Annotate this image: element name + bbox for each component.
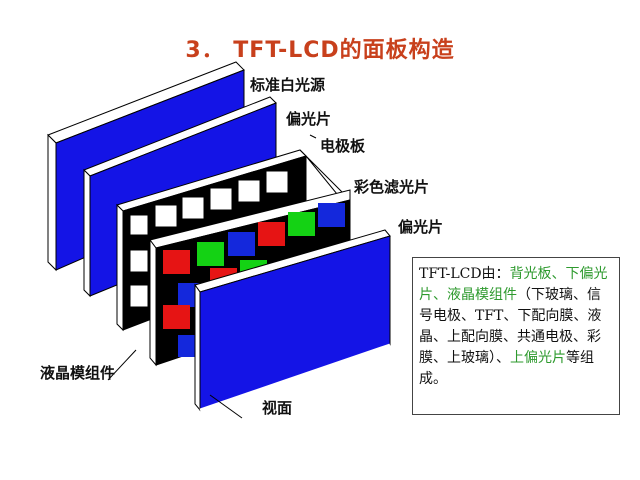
composition-info-box: TFT-LCD由：背光板、下偏光片、液晶模组件（下玻璃、信号电极、TFT、下配向…	[412, 257, 620, 415]
info-green-1: 背光板、下偏光片、液晶模组件	[419, 266, 608, 303]
info-prefix: TFT-LCD由：	[419, 266, 510, 282]
info-green-2: 上偏光片	[510, 350, 566, 366]
page-title: 3． TFT-LCD的面板构造	[185, 38, 455, 63]
label-backlight: 标准白光源	[250, 76, 326, 94]
info-suffix: 等组成。	[419, 350, 594, 387]
label-lc-module: 液晶模组件	[40, 364, 116, 382]
label-color-filter: 彩色滤光片	[354, 178, 430, 196]
label-electrode: 电极板	[320, 137, 366, 155]
label-lower-polarizer: 偏光片	[286, 110, 332, 128]
label-upper-polarizer: 偏光片	[398, 218, 444, 236]
arrows	[107, 134, 317, 419]
upper-polarizer-panel	[194, 229, 391, 412]
label-view: 视面	[262, 399, 293, 417]
info-middle: （下玻璃、信号电极、TFT、下配向膜、液晶、上配向膜、共通电极、彩膜、上玻璃）、	[419, 287, 602, 366]
